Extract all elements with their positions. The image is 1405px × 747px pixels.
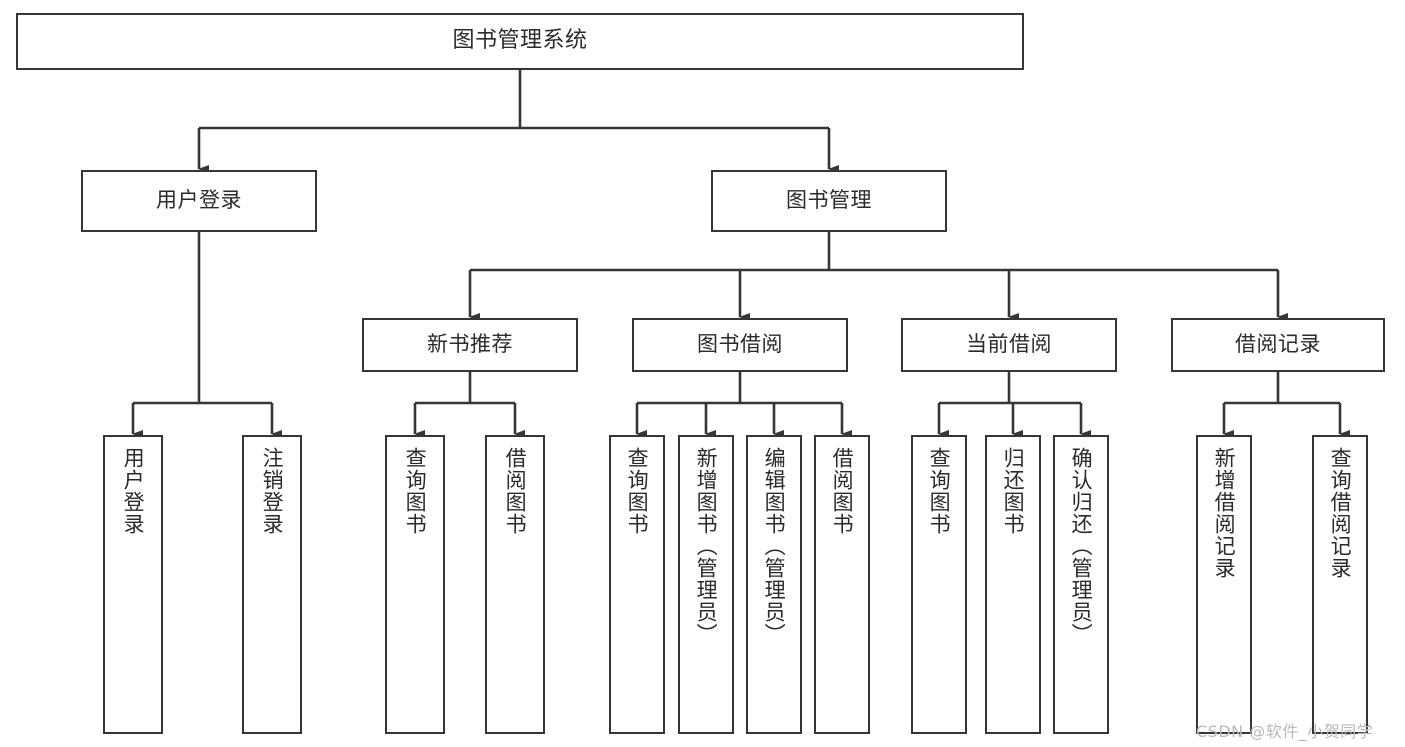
node-leaf-user-login[interactable]: 用户登录 [103, 435, 163, 734]
node-leaf-return-book[interactable]: 归还图书 [985, 435, 1041, 734]
node-root-label: 图书管理系统 [452, 28, 588, 54]
node-user-login-label: 用户登录 [156, 188, 242, 213]
node-leaf-query-borrow-record-label: 查询借阅记录 [1328, 447, 1353, 579]
node-leaf-add-borrow-record-label: 新增借阅记录 [1212, 447, 1237, 579]
node-leaf-query-book-1[interactable]: 查询图书 [385, 435, 445, 734]
node-book-borrow-label: 图书借阅 [697, 332, 783, 357]
node-leaf-user-login-label: 用户登录 [121, 447, 146, 535]
node-borrow-record-label: 借阅记录 [1235, 332, 1321, 357]
node-leaf-return-book-label: 归还图书 [1001, 447, 1026, 535]
node-leaf-add-borrow-record[interactable]: 新增借阅记录 [1196, 435, 1252, 734]
node-book-manage[interactable]: 图书管理 [711, 170, 947, 232]
node-leaf-edit-book[interactable]: 编辑图书（管理员） [746, 435, 802, 734]
node-leaf-add-book[interactable]: 新增图书（管理员） [678, 435, 734, 734]
csdn-watermark: CSDN @软件_小贺同学 [1196, 722, 1374, 741]
node-new-book-recommend[interactable]: 新书推荐 [362, 318, 578, 372]
node-leaf-confirm-return[interactable]: 确认归还（管理员） [1053, 435, 1109, 734]
node-leaf-query-book-2[interactable]: 查询图书 [609, 435, 665, 734]
node-leaf-query-book-3[interactable]: 查询图书 [911, 435, 967, 734]
node-leaf-edit-book-label: 编辑图书（管理员） [762, 447, 787, 645]
node-current-borrow-label: 当前借阅 [966, 332, 1052, 357]
node-leaf-borrow-book-2-label: 借阅图书 [830, 447, 855, 535]
node-new-book-recommend-label: 新书推荐 [427, 332, 513, 357]
node-leaf-borrow-book-1-label: 借阅图书 [503, 447, 528, 535]
node-leaf-query-book-1-label: 查询图书 [403, 447, 428, 535]
node-current-borrow[interactable]: 当前借阅 [901, 318, 1117, 372]
node-root[interactable]: 图书管理系统 [16, 13, 1024, 70]
node-leaf-add-book-label: 新增图书（管理员） [694, 447, 719, 645]
node-leaf-borrow-book-2[interactable]: 借阅图书 [814, 435, 870, 734]
node-book-manage-label: 图书管理 [786, 188, 872, 213]
node-user-login[interactable]: 用户登录 [81, 170, 317, 232]
node-book-borrow[interactable]: 图书借阅 [632, 318, 848, 372]
node-leaf-query-book-3-label: 查询图书 [927, 447, 952, 535]
node-leaf-query-borrow-record[interactable]: 查询借阅记录 [1312, 435, 1368, 734]
node-leaf-confirm-return-label: 确认归还（管理员） [1069, 447, 1094, 645]
node-leaf-logout-label: 注销登录 [260, 447, 285, 535]
node-borrow-record[interactable]: 借阅记录 [1171, 318, 1385, 372]
node-leaf-logout[interactable]: 注销登录 [242, 435, 302, 734]
node-leaf-query-book-2-label: 查询图书 [625, 447, 650, 535]
node-leaf-borrow-book-1[interactable]: 借阅图书 [485, 435, 545, 734]
